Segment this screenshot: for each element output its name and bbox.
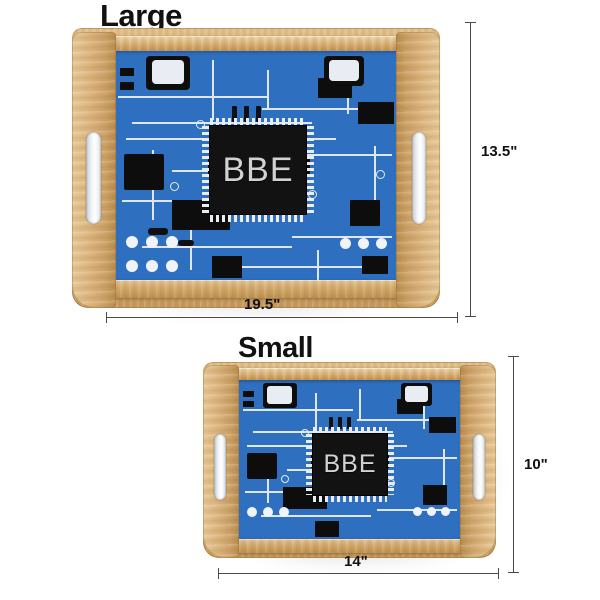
chip-pins-right [306, 126, 314, 214]
dim-label-small-width: 14" [344, 553, 368, 570]
dim-tick-bottom [465, 316, 476, 317]
tray-board-large: BBE [112, 50, 400, 288]
tray-rail-top [102, 36, 420, 51]
tray-small: BBE [203, 362, 502, 564]
dim-line-small-height [513, 356, 514, 572]
tray-handle-right[interactable] [412, 132, 426, 224]
tray-handle-right-small[interactable] [473, 434, 485, 500]
chip-pins-right-small [387, 434, 394, 495]
dim-label-large-width: 19.5" [244, 296, 281, 313]
dim-tick-right [457, 312, 458, 323]
tray-large: BBE [72, 28, 446, 314]
dim-tick-left [106, 312, 107, 323]
dim-line-small-width [218, 573, 499, 574]
chip-pins-top-small [313, 427, 387, 434]
chip-pins-left-small [306, 434, 313, 495]
chip-pins-bottom-small [313, 495, 387, 502]
dim-tick-top [465, 22, 476, 23]
dim-tick-right-small [498, 568, 499, 579]
monogram-chip-small: BBE [313, 434, 387, 495]
size-title-large: Large [100, 0, 182, 33]
chip-pins-bottom [210, 214, 306, 222]
dim-line-large-width [106, 317, 458, 318]
chip-pins-left [202, 126, 210, 214]
chip-pins-top [210, 118, 306, 126]
tray-rail-bottom-small [229, 539, 471, 553]
tray-handle-left-small[interactable] [214, 434, 226, 500]
dim-label-small-height: 10" [524, 456, 548, 473]
dim-tick-left-small [218, 568, 219, 579]
monogram-chip-large: BBE [210, 126, 306, 214]
monogram-text-large: BBE [222, 151, 294, 189]
dim-tick-top-small [508, 356, 519, 357]
dim-label-large-height: 13.5" [481, 143, 518, 160]
tray-rail-bottom [102, 280, 420, 298]
tray-rail-top-small [229, 368, 471, 380]
tray-board-small: BBE [237, 379, 462, 543]
dim-line-large-height [470, 22, 471, 316]
dim-tick-bottom-small [508, 572, 519, 573]
monogram-text-small: BBE [323, 450, 377, 478]
tray-handle-left[interactable] [86, 132, 101, 224]
size-title-small: Small [238, 332, 313, 364]
